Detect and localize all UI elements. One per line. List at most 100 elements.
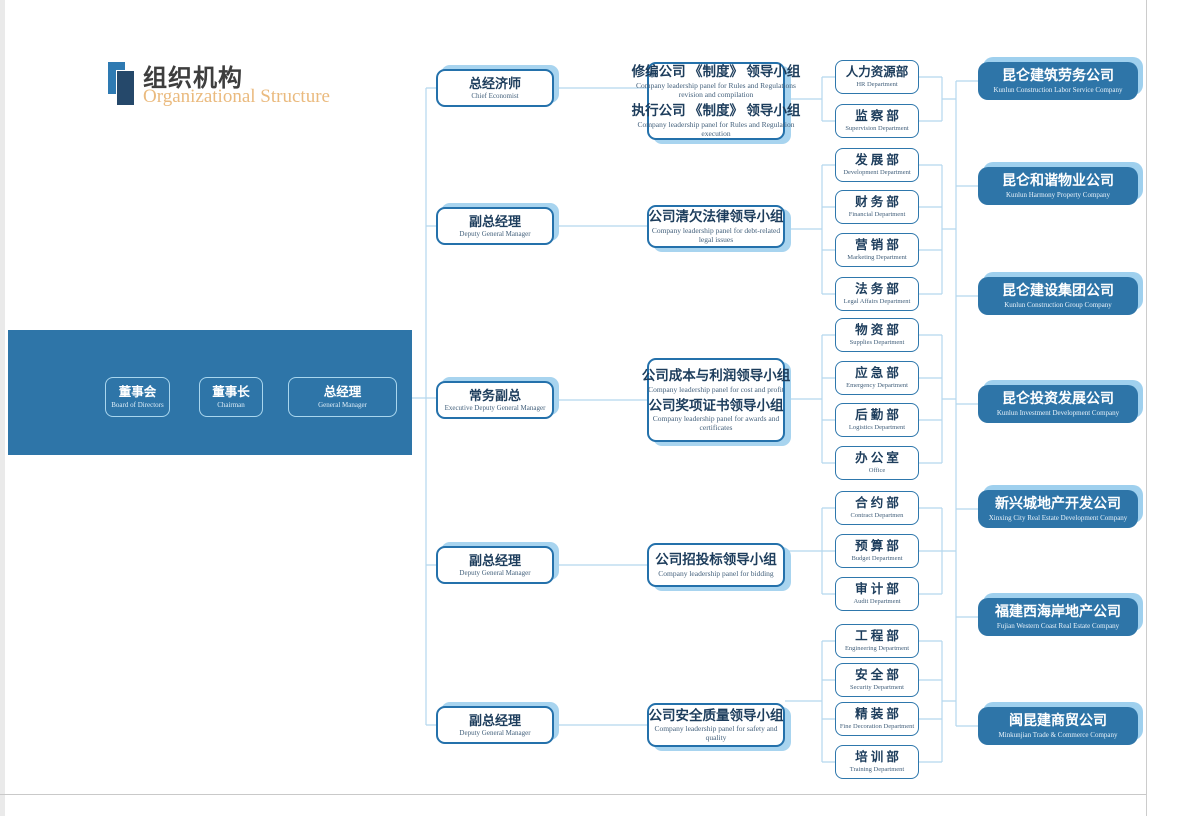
page-edge-right	[1146, 0, 1147, 816]
panel-entry: 公司安全质量领导小组 Company leadership panel for …	[647, 706, 786, 745]
exec-deputy-gm-1: 副总经理 Deputy General Manager	[436, 207, 554, 245]
node-label-en: General Manager	[318, 400, 367, 409]
exec-deputy-gm-2: 副总经理 Deputy General Manager	[436, 546, 554, 584]
exec-executive-deputy-gm: 常务副总 Executive Deputy General Manager	[436, 381, 554, 419]
node-label-en: Fine Decoration Department	[839, 722, 915, 730]
node-label-en: Supervision Department	[845, 124, 909, 132]
node-label-en: Security Department	[850, 683, 904, 691]
dept-legal-affairs: 法 务 部 Legal Affairs Department	[835, 277, 919, 311]
node-label-zh: 预 算 部	[855, 539, 899, 554]
node-label-zh: 精 装 部	[855, 707, 899, 722]
dept-security: 安 全 部 Security Department	[835, 663, 919, 697]
node-label-zh: 安 全 部	[855, 668, 899, 683]
dept-office: 办 公 室 Office	[835, 446, 919, 480]
node-label-en: Kunlun Construction Labor Service Compan…	[993, 85, 1123, 94]
dept-supplies: 物 资 部 Supplies Department	[835, 318, 919, 352]
exec-chief-economist: 总经济师 Chief Economist	[436, 69, 554, 107]
node-label-en: Deputy General Manager	[459, 229, 531, 238]
dept-audit: 审 计 部 Audit Department	[835, 577, 919, 611]
panel-bidding: 公司招投标领导小组 Company leadership panel for b…	[647, 543, 785, 587]
node-label-zh: 公司招投标领导小组	[655, 552, 777, 568]
node-label-zh: 昆仑建设集团公司	[1002, 284, 1114, 300]
node-label-en: Legal Affairs Department	[843, 297, 911, 305]
node-label-en: Marketing Department	[847, 253, 907, 261]
node-label-zh: 常务副总	[468, 387, 521, 403]
chairman-node: 董事长 Chairman	[199, 377, 263, 417]
page-title-en: Organizational Structure	[143, 86, 330, 107]
node-label-zh: 总经济师	[468, 75, 521, 91]
board-of-directors-node: 董事会 Board of Directors	[105, 377, 170, 417]
node-label-zh: 闽昆建商贸公司	[1009, 714, 1107, 730]
node-label-en: Kunlun Harmony Property Company	[1005, 190, 1110, 199]
node-label-en: Audit Department	[853, 597, 901, 605]
node-label-zh: 应 急 部	[855, 366, 899, 381]
node-label-en: HR Department	[856, 80, 898, 88]
node-label-en: Company leadership panel for cost and pr…	[648, 384, 784, 394]
node-label-zh: 培 训 部	[855, 750, 899, 765]
dept-supervision: 监 察 部 Supervision Department	[835, 104, 919, 138]
company-kunlun-construction-labor: 昆仑建筑劳务公司 Kunlun Construction Labor Servi…	[978, 62, 1138, 100]
company-fujian-western-coast: 福建西海岸地产公司 Fujian Western Coast Real Esta…	[978, 598, 1138, 636]
title-logo-icon-front	[116, 70, 135, 106]
panel-rules-regulations: 修编公司 《制度》 领导小组 Company leadership panel …	[632, 62, 800, 140]
node-label-zh: 副总经理	[468, 213, 521, 229]
node-label-en: Engineering Department	[844, 644, 910, 652]
company-xinxing-city-real-estate: 新兴城地产开发公司 Xinxing City Real Estate Devel…	[978, 490, 1138, 528]
node-label-en: Development Department	[843, 168, 911, 176]
dept-logistics: 后 勤 部 Logistics Department	[835, 403, 919, 437]
node-label-zh: 副总经理	[468, 712, 521, 728]
node-label-en: Executive Deputy General Manager	[444, 403, 546, 412]
panel-entry: 公司奖项证书领导小组 Company leadership panel for …	[647, 396, 786, 435]
node-label-zh: 发 展 部	[855, 153, 899, 168]
panel-debt-legal: 公司清欠法律领导小组 Company leadership panel for …	[647, 205, 785, 248]
company-minkunjian-trade: 闽昆建商贸公司 Minkunjian Trade & Commerce Comp…	[978, 707, 1138, 745]
dept-development: 发 展 部 Development Department	[835, 148, 919, 182]
page-edge-left	[0, 0, 5, 816]
panel-cost-profit-awards: 公司成本与利润领导小组 Company leadership panel for…	[642, 358, 790, 442]
node-label-zh: 昆仑投资发展公司	[1002, 392, 1114, 408]
panel-entry: 修编公司 《制度》 领导小组 Company leadership panel …	[630, 62, 803, 101]
node-label-en: Chairman	[217, 400, 245, 409]
node-label-zh: 工 程 部	[855, 629, 899, 644]
node-label-en: Office	[868, 466, 886, 474]
node-label-zh: 审 计 部	[855, 582, 899, 597]
node-label-zh: 营 销 部	[855, 238, 899, 253]
panel-entry: 公司成本与利润领导小组 Company leadership panel for…	[640, 366, 793, 396]
node-label-en: Emergency Department	[846, 381, 908, 389]
board-banner	[8, 330, 412, 455]
company-kunlun-construction-group: 昆仑建设集团公司 Kunlun Construction Group Compa…	[978, 277, 1138, 315]
exec-deputy-gm-3: 副总经理 Deputy General Manager	[436, 706, 554, 744]
node-label-en: Budget Department	[851, 554, 903, 562]
page-edge-bottom	[0, 794, 1146, 795]
node-label-zh: 董事会	[118, 384, 157, 399]
node-label-en: Kunlun Construction Group Company	[1004, 300, 1112, 309]
node-label-en: Financial Department	[848, 210, 906, 218]
node-label-zh: 办 公 室	[855, 451, 899, 466]
node-label-en: Chief Economist	[471, 91, 519, 100]
node-label-zh: 公司安全质量领导小组	[648, 707, 784, 723]
node-label-zh: 修编公司 《制度》 领导小组	[631, 64, 801, 80]
node-label-zh: 公司成本与利润领导小组	[641, 367, 791, 383]
node-label-en: Deputy General Manager	[459, 728, 531, 737]
node-label-en: Supplies Department	[849, 338, 905, 346]
node-label-zh: 物 资 部	[855, 323, 899, 338]
node-label-en: Deputy General Manager	[459, 568, 531, 577]
node-label-zh: 新兴城地产开发公司	[995, 497, 1121, 513]
node-label-zh: 昆仑建筑劳务公司	[1002, 69, 1114, 85]
node-label-en: Fujian Western Coast Real Estate Company	[996, 621, 1120, 630]
general-manager-node: 总经理 General Manager	[288, 377, 397, 417]
node-label-zh: 财 务 部	[855, 195, 899, 210]
company-kunlun-investment: 昆仑投资发展公司 Kunlun Investment Development C…	[978, 385, 1138, 423]
company-kunlun-harmony-property: 昆仑和谐物业公司 Kunlun Harmony Property Company	[978, 167, 1138, 205]
node-label-en: Training Department	[849, 765, 905, 773]
node-label-en: Xinxing City Real Estate Development Com…	[988, 513, 1128, 522]
dept-training: 培 训 部 Training Department	[835, 745, 919, 779]
node-label-en: Company leadership panel for Rules and R…	[637, 119, 795, 138]
node-label-en: Board of Directors	[111, 400, 164, 409]
node-label-en: Company leadership panel for bidding	[658, 568, 774, 578]
panel-entry: 执行公司 《制度》 领导小组 Company leadership panel …	[630, 101, 803, 140]
node-label-zh: 副总经理	[468, 552, 521, 568]
node-label-zh: 福建西海岸地产公司	[995, 605, 1121, 621]
